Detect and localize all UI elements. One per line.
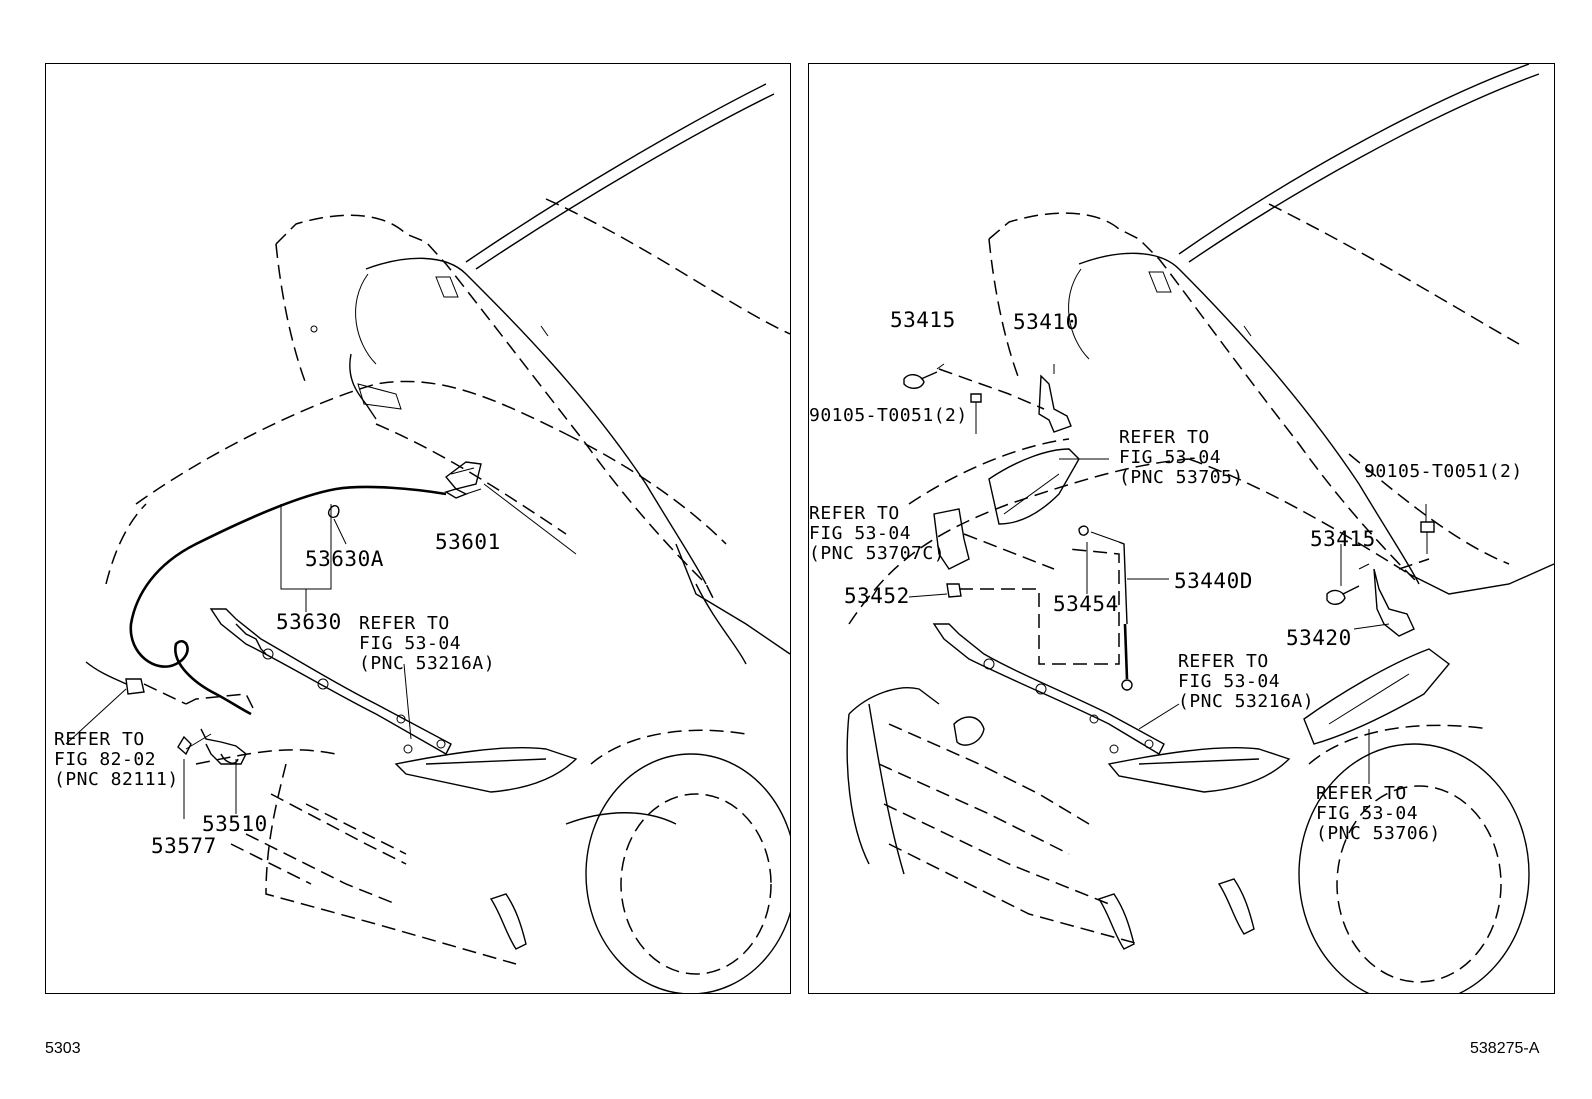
refer-horn-line1: REFER TO <box>54 729 145 750</box>
refer-53706-line1: REFER TO <box>1316 783 1407 804</box>
refer-radiator-support-right-line2: FIG 53-04 <box>1178 671 1281 692</box>
illustration-id: 538275-A <box>1470 1040 1540 1057</box>
part-number-53510: 53510 <box>202 812 268 836</box>
left-hood-release-drawing <box>65 83 790 993</box>
refer-53706-line2: FIG 53-04 <box>1316 803 1419 824</box>
refer-radiator-support-line1: REFER TO <box>359 613 450 634</box>
part-number-53410: 53410 <box>1013 310 1079 334</box>
refer-53706-line3: (PNC 53706) <box>1316 823 1441 844</box>
figure-number: 5303 <box>45 1040 81 1057</box>
refer-53705-line1: REFER TO <box>1119 427 1210 448</box>
part-number-53415-right: 53415 <box>1310 527 1376 551</box>
refer-53705-line2: FIG 53-04 <box>1119 447 1222 468</box>
part-number-53630A: 53630A <box>305 547 384 571</box>
part-number-53452: 53452 <box>844 584 910 608</box>
refer-53705-line3: (PNC 53705) <box>1119 467 1244 488</box>
refer-53707c-line2: FIG 53-04 <box>809 523 912 544</box>
refer-radiator-support-line3: (PNC 53216A) <box>359 653 496 674</box>
part-number-53630: 53630 <box>276 610 342 634</box>
refer-horn-line2: FIG 82-02 <box>54 749 157 770</box>
left-diagram-panel: 53601 53630A 53630 REFER TO FIG 53-04 (P… <box>45 63 791 994</box>
refer-horn-line3: (PNC 82111) <box>54 769 179 790</box>
part-number-53415-top: 53415 <box>890 308 956 332</box>
right-hood-hinge-drawing <box>846 64 1554 993</box>
refer-radiator-support-right-line3: (PNC 53216A) <box>1178 691 1315 712</box>
refer-radiator-support-line2: FIG 53-04 <box>359 633 462 654</box>
part-number-53577: 53577 <box>151 834 217 858</box>
right-diagram-panel: 53415 53410 90105-T0051(2) REFER TO FIG … <box>808 63 1555 994</box>
part-number-53440D: 53440D <box>1174 569 1253 593</box>
part-number-53420: 53420 <box>1286 626 1352 650</box>
part-number-53454: 53454 <box>1053 592 1119 616</box>
refer-radiator-support-right-line1: REFER TO <box>1178 651 1269 672</box>
refer-53707c-line3: (PNC 53707C) <box>809 543 946 564</box>
refer-53707c-line1: REFER TO <box>809 503 900 524</box>
bolt-90105-t0051-right: 90105-T0051(2) <box>1364 461 1523 482</box>
part-number-53601: 53601 <box>435 530 501 554</box>
bolt-90105-t0051-top: 90105-T0051(2) <box>809 405 968 426</box>
